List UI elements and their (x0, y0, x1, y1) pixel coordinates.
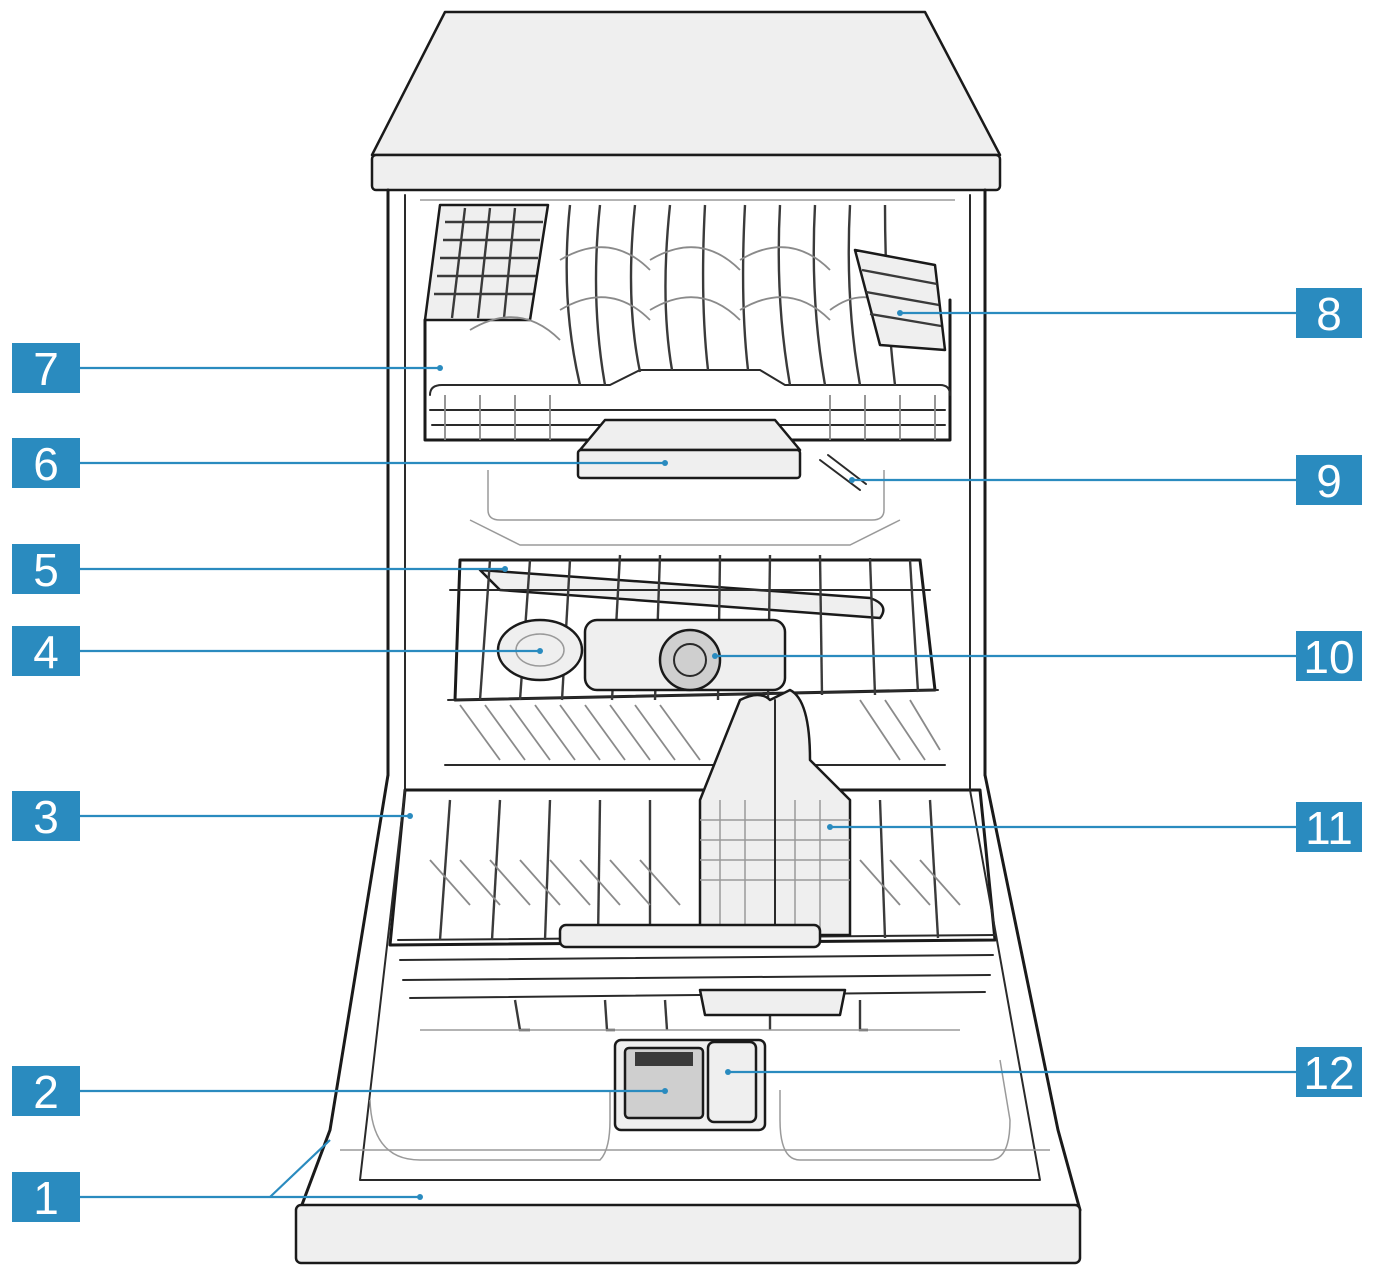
callout-number: 3 (33, 791, 59, 843)
worktop (372, 12, 1000, 155)
filter-sump (660, 630, 720, 690)
callout-number: 12 (1303, 1047, 1354, 1099)
top-spray-arm (578, 420, 866, 490)
leader-dot-2 (662, 1088, 668, 1094)
worktop-front-edge (372, 155, 1000, 190)
callout-badge-8: 8 (1296, 288, 1362, 340)
callout-number: 7 (33, 343, 59, 395)
callout-number: 8 (1316, 288, 1342, 340)
callout-badge-3: 3 (12, 791, 80, 843)
leader-dot-7 (437, 365, 443, 371)
callout-badge-5: 5 (12, 544, 80, 596)
callout-number: 4 (33, 626, 59, 678)
door-bottom-edge (296, 1205, 1080, 1263)
leader-dot-9 (849, 477, 855, 483)
leader-dot-5 (502, 566, 508, 572)
callout-badge-11: 11 (1296, 802, 1362, 854)
leader-dot-10 (712, 653, 718, 659)
leader-dot-3 (407, 813, 413, 819)
callout-number: 10 (1303, 631, 1354, 683)
callout-badge-2: 2 (12, 1066, 80, 1118)
callout-badge-9: 9 (1296, 455, 1362, 507)
callout-number: 9 (1316, 455, 1342, 507)
leader-dot-12 (725, 1069, 731, 1075)
leader-dot-1 (417, 1194, 423, 1200)
detergent-dispenser (615, 1040, 765, 1130)
leader-dot-8 (897, 310, 903, 316)
leader-dot-4 (537, 648, 543, 654)
cutlery-basket (560, 690, 850, 1015)
callout-badge-12: 12 (1296, 1047, 1362, 1099)
bottom-basket (390, 690, 995, 1030)
callout-badge-4: 4 (12, 626, 80, 678)
dishwasher-door (296, 775, 1080, 1263)
leader-dot-11 (827, 824, 833, 830)
callout-badge-1: 1 (12, 1172, 80, 1224)
top-rack (425, 205, 950, 440)
callout-badge-6: 6 (12, 438, 80, 490)
lower-spray-arm (480, 570, 883, 618)
callout-number: 5 (33, 544, 59, 596)
callout-badge-10: 10 (1296, 631, 1362, 683)
callout-number: 6 (33, 438, 59, 490)
callout-number: 11 (1305, 802, 1353, 854)
callout-number: 1 (33, 1172, 59, 1224)
callout-badge-7: 7 (12, 343, 80, 395)
callout-number: 2 (33, 1066, 59, 1118)
cup-shelf (855, 250, 945, 350)
leader-line-1-branch (270, 1140, 330, 1197)
leader-dot-6 (662, 460, 668, 466)
